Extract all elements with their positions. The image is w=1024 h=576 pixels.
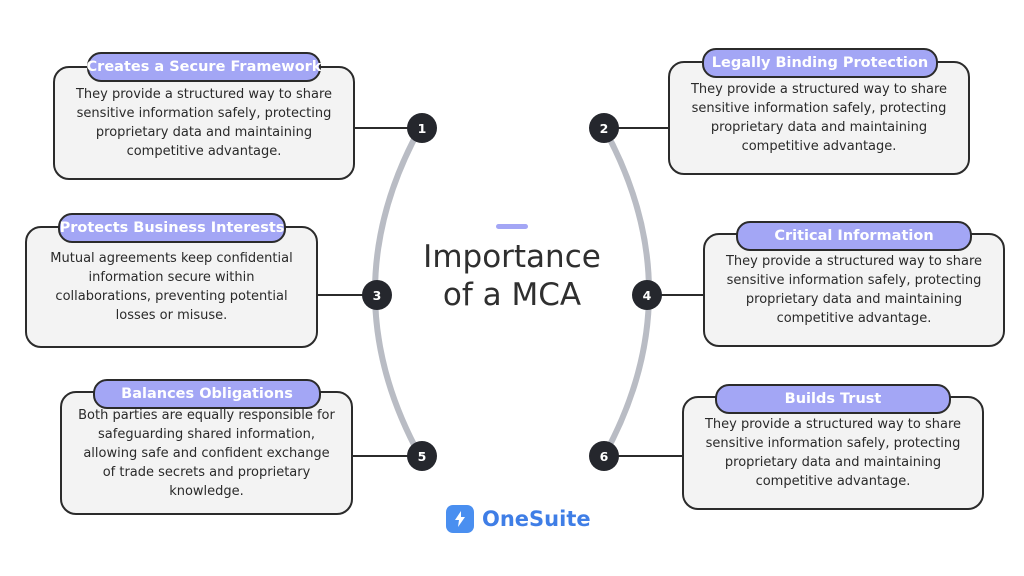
card-6: They provide a structured way to share s… <box>682 396 984 510</box>
card-4-text: They provide a structured way to share s… <box>725 254 983 326</box>
card-1-heading: Creates a Secure Framework <box>87 52 321 82</box>
connector-1 <box>354 127 420 129</box>
card-1: They provide a structured way to share s… <box>53 66 355 180</box>
node-4: 4 <box>632 280 662 310</box>
connector-3 <box>317 294 377 296</box>
node-2: 2 <box>589 113 619 143</box>
logo-text: OneSuite <box>482 507 591 531</box>
card-2-heading: Legally Binding Protection <box>702 48 938 78</box>
node-5: 5 <box>407 441 437 471</box>
card-3-heading: Protects Business Interests <box>58 213 286 243</box>
card-3: Mutual agreements keep confidential info… <box>25 226 318 348</box>
card-5-heading: Balances Obligations <box>93 379 321 409</box>
lightning-bolt-icon <box>446 505 474 533</box>
connector-6 <box>604 455 684 457</box>
node-6: 6 <box>589 441 619 471</box>
title-line-2: of a MCA <box>442 277 582 313</box>
connector-5 <box>352 455 420 457</box>
connector-2 <box>604 127 670 129</box>
card-4: They provide a structured way to share s… <box>703 233 1005 347</box>
card-5-text: Both parties are equally responsible for… <box>78 407 335 499</box>
card-4-heading: Critical Information <box>736 221 972 251</box>
onesuite-logo: OneSuite <box>446 504 591 534</box>
node-1: 1 <box>407 113 437 143</box>
card-2-text: They provide a structured way to share s… <box>690 82 948 154</box>
card-6-heading: Builds Trust <box>715 384 951 414</box>
title-line-1: Importance <box>423 239 601 275</box>
card-2: They provide a structured way to share s… <box>668 61 970 175</box>
node-3: 3 <box>362 280 392 310</box>
connector-4 <box>647 294 705 296</box>
card-6-text: They provide a structured way to share s… <box>704 417 962 489</box>
card-1-text: They provide a structured way to share s… <box>75 87 333 159</box>
title-accent-bar <box>496 224 528 229</box>
card-5: Both parties are equally responsible for… <box>60 391 353 515</box>
page-title: Importance of a MCA <box>412 238 612 314</box>
card-3-text: Mutual agreements keep confidential info… <box>50 251 293 323</box>
